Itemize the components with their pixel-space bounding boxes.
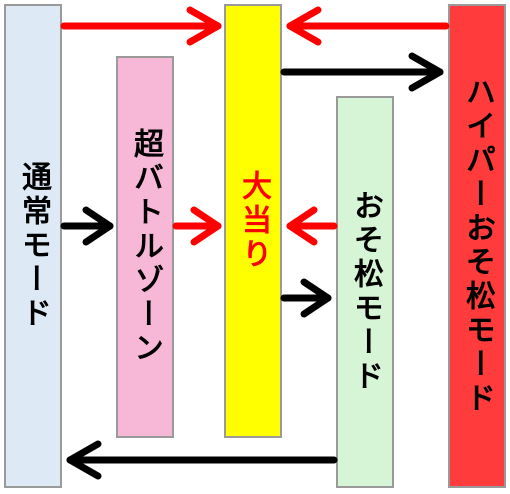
arrow-hyper-to-jackpot [286, 6, 450, 46]
hyper-osomatsu-mode-label: ハイパーおそ松モード [460, 76, 495, 416]
normal-mode-label: 通常モード [16, 161, 51, 331]
arrow-normal-to-super-battle [60, 206, 114, 246]
normal-mode-box: 通常モード [4, 4, 62, 488]
arrow-jackpot-to-osomatsu [280, 278, 332, 318]
arrow-osomatsu-to-jackpot [286, 206, 338, 246]
super-battle-zone-box: 超バトルゾーン [116, 56, 174, 438]
osomatsu-mode-box: おそ松モード [336, 96, 394, 488]
hyper-osomatsu-mode-box: ハイパーおそ松モード [448, 4, 506, 488]
jackpot-box: 大当り [224, 4, 282, 438]
super-battle-zone-label: 超バトルゾーン [128, 128, 163, 366]
jackpot-label: 大当り [236, 170, 271, 272]
arrow-super-battle-to-jackpot [172, 206, 222, 246]
arrow-jackpot-to-hyper [280, 52, 444, 92]
arrow-osomatsu-to-normal [66, 440, 338, 480]
arrow-normal-to-jackpot [60, 6, 222, 46]
osomatsu-mode-label: おそ松モード [348, 190, 383, 394]
